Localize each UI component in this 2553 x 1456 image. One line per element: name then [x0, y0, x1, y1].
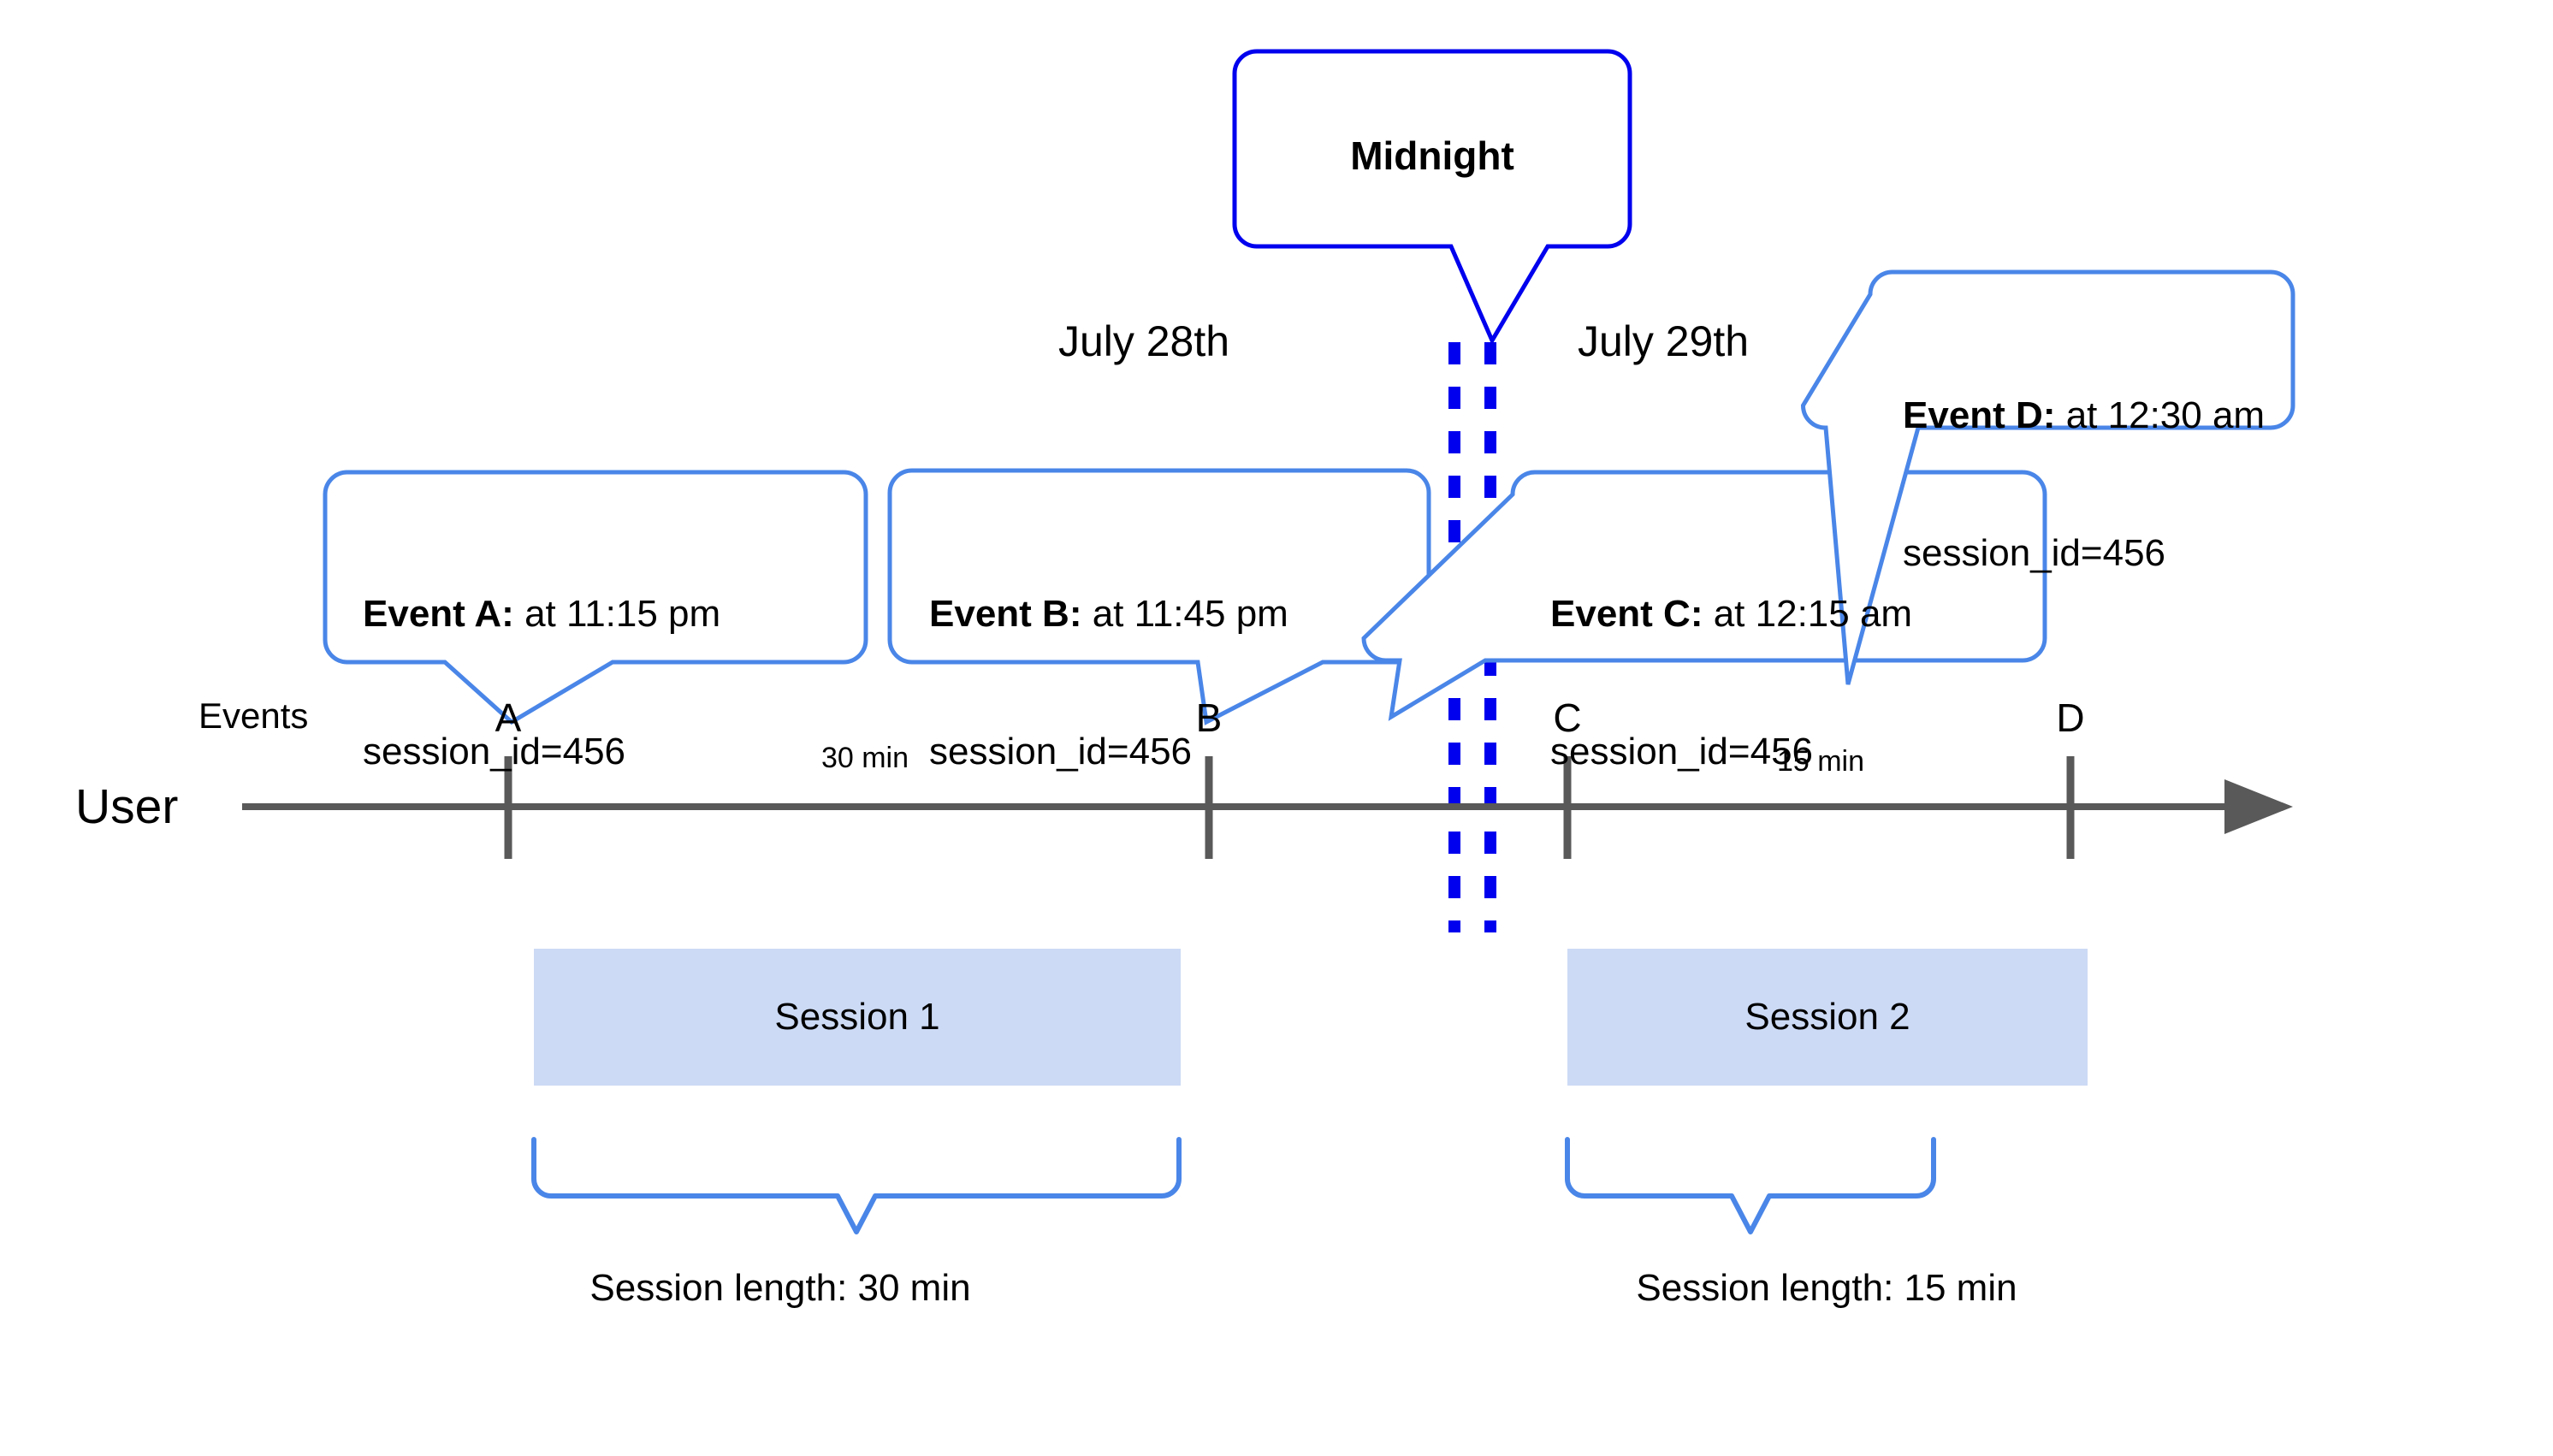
event-c-line-2: session_id=456	[1550, 731, 1814, 773]
event-b-line-2: session_id=456	[929, 731, 1193, 773]
session-bar-1: Session 1	[534, 949, 1181, 1086]
gap-label-30-min: 30 min	[820, 742, 909, 774]
event-d-line-1: Event D: at 12:30 am	[1903, 393, 2265, 439]
lane-label-events: Events	[198, 695, 309, 736]
event-a-callout-shape	[323, 470, 868, 725]
midnight-label: Midnight	[1350, 133, 1514, 178]
midnight-callout-shape	[1232, 49, 1632, 346]
event-a-callout-text: Event A: at 11:15 pm session_id=456	[363, 500, 720, 867]
event-letter-b: B	[1195, 695, 1223, 740]
session-1-brace	[531, 1137, 1182, 1234]
event-b-lead: Event B:	[929, 593, 1082, 636]
session-1-brace-shape	[531, 1137, 1182, 1234]
event-letter-a: A	[495, 695, 522, 740]
event-markers	[504, 756, 2075, 859]
session-bar-1-label: Session 1	[774, 996, 940, 1038]
lane-label-user: User	[75, 779, 179, 834]
session-2-brace-shape	[1565, 1137, 1936, 1234]
gap-label-15-min: 15 min	[1776, 745, 1865, 778]
event-a-lead: Event A:	[363, 593, 514, 636]
session-1-length-label: Session length: 30 min	[589, 1267, 971, 1309]
event-a-line-1: Event A: at 11:15 pm	[363, 591, 720, 637]
event-letter-c: C	[1553, 695, 1582, 740]
event-c-detail: at 12:15 am	[1703, 593, 1913, 636]
date-label-july-29: July 29th	[1577, 317, 1750, 365]
session-bar-2: Session 2	[1567, 949, 2088, 1086]
event-c-line-1: Event C: at 12:15 am	[1550, 591, 1912, 637]
session-2-length-label: Session length: 15 min	[1636, 1267, 2017, 1309]
event-b-detail: at 11:45 pm	[1081, 593, 1288, 636]
midnight-callout	[1232, 49, 1632, 346]
event-letter-d: D	[2056, 695, 2085, 740]
session-bar-2-label: Session 2	[1744, 996, 1910, 1038]
event-a-callout	[323, 470, 868, 725]
event-b-line-1: Event B: at 11:45 pm	[929, 591, 1288, 637]
event-b-callout-text: Event B: at 11:45 pm session_id=456	[929, 500, 1288, 867]
event-c-lead: Event C:	[1550, 593, 1703, 636]
session-2-brace	[1565, 1137, 1936, 1234]
event-d-callout-shape	[1800, 269, 2295, 685]
event-a-detail: at 11:15 pm	[513, 593, 721, 636]
event-d-callout-text: Event D: at 12:30 am session_id=456	[1903, 301, 2265, 668]
event-a-line-2: session_id=456	[363, 731, 626, 773]
event-d-lead: Event D:	[1903, 394, 2056, 437]
event-c-callout-text: Event C: at 12:15 am session_id=456	[1550, 500, 1912, 867]
midnight-divider	[1448, 342, 1496, 932]
event-d-callout	[1800, 269, 2295, 685]
event-d-line-2: session_id=456	[1903, 532, 2166, 575]
event-d-detail: at 12:30 am	[2055, 394, 2266, 437]
date-label-july-28: July 28th	[1057, 317, 1230, 365]
